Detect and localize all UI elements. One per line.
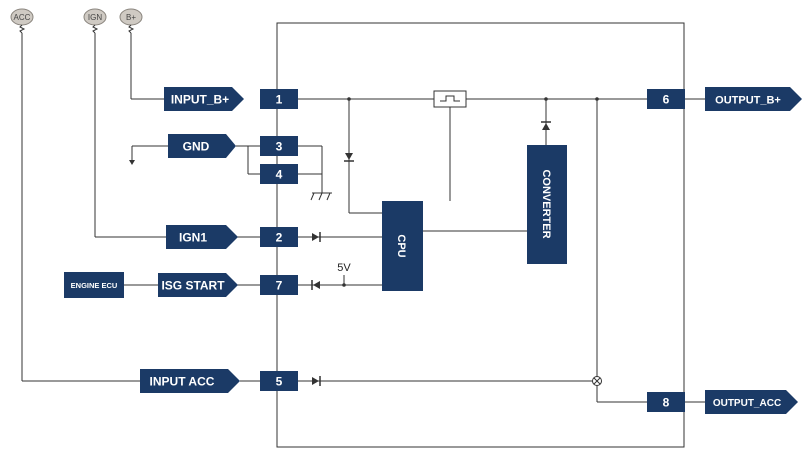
pin-4: 4 [260,164,298,184]
cpu-block: CPU [382,201,423,291]
gnd-label: GND [183,140,210,154]
pin-6-label: 6 [663,93,670,107]
diode-ign1 [312,232,321,242]
pin-boxes: 1 3 4 2 7 5 6 8 [260,89,685,412]
converter-block: CONVERTER [527,145,567,264]
diode-acc [312,376,321,386]
pin-5: 5 [260,371,298,391]
terminal-acc: ACC [10,8,34,34]
terminal-ign-label: IGN [88,13,102,22]
input-b-label: INPUT_B+ [171,93,229,107]
diode-converter [541,121,551,130]
terminal-batt-label: B+ [126,13,136,22]
pin-6: 6 [647,89,685,109]
input-acc-label: INPUT ACC [150,375,215,389]
wiring [21,33,705,403]
input-acc-connector: INPUT ACC [140,369,240,393]
relay-switch [433,90,467,108]
isg-start-connector: ISG START [158,273,238,297]
input-b-connector: INPUT_B+ [164,87,244,111]
crossing-symbol [592,376,602,386]
terminal-acc-label: ACC [14,13,31,22]
converter-label: CONVERTER [540,169,552,238]
ign1-label: IGN1 [179,231,207,245]
pin-5-label: 5 [276,375,283,389]
output-acc-label: OUTPUT_ACC [713,398,781,409]
pin-8: 8 [647,392,685,412]
module-outline [276,22,685,448]
pin-1: 1 [260,89,298,109]
five-v-label: 5V [337,262,351,274]
ground-arrow-icon [129,160,135,165]
pin-2-label: 2 [276,231,283,245]
diode-isg [311,280,320,290]
gnd-connector: GND [168,134,236,158]
terminal-batt: B+ [119,8,143,34]
pin-7: 7 [260,275,298,295]
output-b-label: OUTPUT_B+ [715,95,781,107]
output-acc-connector: OUTPUT_ACC [705,390,798,414]
pin-8-label: 8 [663,396,670,410]
output-b-connector: OUTPUT_B+ [705,87,802,111]
junction-dots [342,97,599,287]
pin-7-label: 7 [276,279,283,293]
pin-3: 3 [260,136,298,156]
cpu-label: CPU [395,234,407,257]
isg-start-label: ISG START [161,279,225,293]
engine-ecu-box: ENGINE ECU [64,272,124,298]
terminal-ign: IGN [83,8,107,34]
diode-b-plus-to-cpu [344,153,354,162]
ign1-connector: IGN1 [166,225,238,249]
engine-ecu-label: ENGINE ECU [71,281,118,290]
pin-3-label: 3 [276,140,283,154]
pin-2: 2 [260,227,298,247]
pin-1-label: 1 [276,93,283,107]
pin-4-label: 4 [276,168,283,182]
